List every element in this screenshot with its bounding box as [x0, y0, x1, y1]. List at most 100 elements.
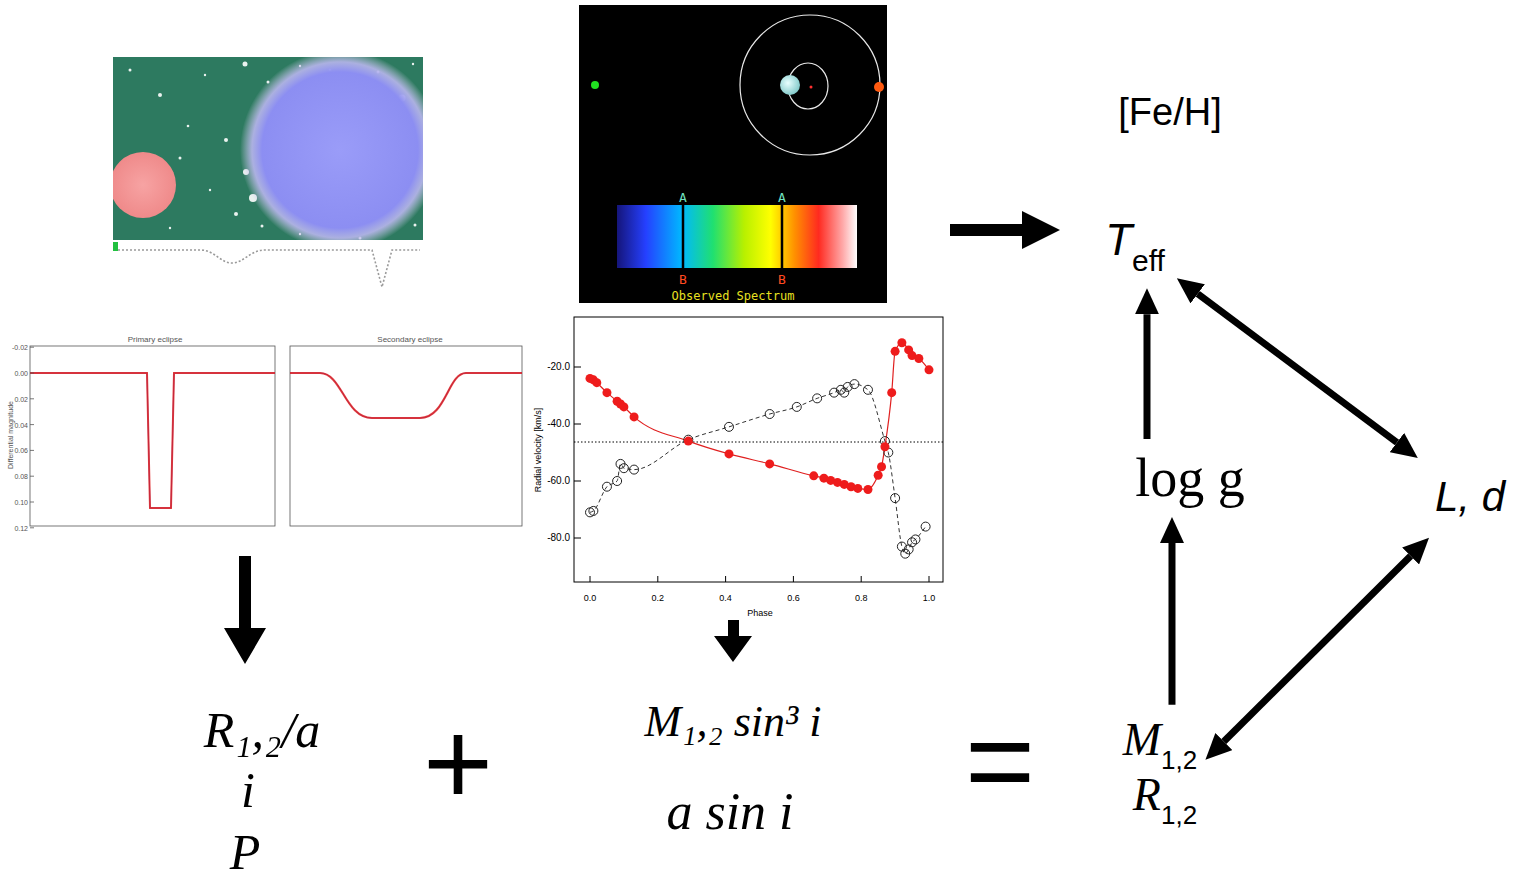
black-panel [579, 5, 887, 303]
secondary-rv-point [613, 477, 622, 486]
axis-label: B [679, 273, 687, 286]
flow-arrows [224, 211, 1060, 664]
parameter-label: M₁,₂ sin³ i [644, 700, 821, 744]
tick-mark [30, 373, 34, 374]
background-star [187, 125, 190, 128]
primary-rv-point [809, 471, 818, 480]
secondary-star [874, 82, 884, 92]
axis-label: 0.00 [14, 370, 28, 377]
tick-mark [725, 576, 726, 582]
connector-arrow [1168, 543, 1175, 705]
tick-mark [574, 424, 581, 425]
secondary-rv-point [813, 394, 822, 403]
secondary-rv-curve [590, 384, 926, 554]
primary-rv-point [914, 354, 923, 363]
axis-label: 0.8 [855, 594, 868, 603]
secondary-rv-point [765, 410, 774, 419]
primary-rv-point [724, 449, 733, 458]
background-star [261, 225, 264, 228]
outer-orbit [740, 15, 880, 155]
axis-label: 0.04 [14, 421, 28, 428]
connector-arrow [1143, 314, 1150, 439]
down-arrow [224, 556, 266, 664]
model-curve [290, 373, 522, 418]
axis-label: -0.02 [12, 344, 28, 351]
binary-star-animation [110, 50, 440, 288]
tick-mark [30, 398, 34, 399]
axis-label: -80.0 [547, 533, 570, 543]
parameter-label: + [423, 703, 493, 823]
model-curve [30, 373, 275, 508]
background-star [169, 227, 171, 229]
axis-label: 0.6 [787, 594, 800, 603]
axis-label: A [778, 191, 786, 204]
secondary-rv-point [891, 494, 900, 503]
plot-frame [30, 346, 275, 526]
axis-label: 0.02 [14, 395, 28, 402]
tick-mark [861, 576, 862, 582]
axis-label: 0.0 [584, 594, 597, 603]
primary-rv-point [925, 365, 934, 374]
spectrum [617, 205, 857, 268]
plot-frame [290, 346, 522, 526]
right-arrow [950, 211, 1060, 249]
background-star [414, 224, 417, 227]
tick-mark [30, 450, 34, 451]
parameter-label: i [241, 765, 255, 815]
center-of-mass [810, 86, 813, 89]
red-star [113, 152, 176, 218]
primary-rv-curve [590, 343, 929, 490]
primary-rv-point [684, 437, 693, 446]
primary-rv-point [630, 412, 639, 421]
parameter-node: L, d [1431, 472, 1509, 522]
connector-arrow [1198, 294, 1397, 443]
tick-mark [574, 481, 581, 482]
observer [591, 81, 599, 89]
orbit-animation [579, 5, 887, 303]
axis-label: -20.0 [547, 362, 570, 372]
tick-mark [30, 502, 34, 503]
secondary-rv-point [921, 522, 930, 531]
secondary-rv-point [904, 545, 913, 554]
primary-rv-point [619, 402, 628, 411]
axis-label: 0.06 [14, 447, 28, 454]
primary-rv-point [592, 378, 601, 387]
tick-mark [30, 527, 34, 528]
subscript: 1,2 [1161, 800, 1197, 830]
axis-label: Secondary eclipse [377, 336, 442, 344]
tick-mark [574, 538, 581, 539]
tick-mark [30, 424, 34, 425]
secondary-rv-point [602, 482, 611, 491]
secondary-rv-point [863, 385, 872, 394]
parameter-label: a sin i [666, 786, 793, 838]
background-star [412, 63, 414, 65]
parameter-label: = [965, 700, 1035, 820]
plot-frame [574, 317, 943, 582]
subscript: eff [1132, 244, 1165, 277]
axis-label: Phase [747, 609, 773, 618]
absorption-line [781, 205, 784, 268]
tick-mark [30, 476, 34, 477]
axis-label: Primary eclipse [128, 336, 183, 344]
background-star [129, 69, 132, 72]
background-star [243, 62, 248, 67]
secondary-rv-point [630, 465, 639, 474]
time-marker [113, 242, 118, 251]
secondary-eclipse-curve [290, 373, 522, 418]
primary-rv-point [891, 347, 900, 356]
parameter-label: R₁,₂/a [204, 705, 321, 755]
primary-rv-point [897, 338, 906, 347]
background-star [179, 157, 182, 160]
background-star [204, 74, 206, 76]
eclipse-light-curves [30, 346, 522, 528]
axis-label: B [778, 273, 786, 286]
primary-rv-point [877, 462, 886, 471]
primary-rv-point [602, 388, 611, 397]
parameter-symbol: L, d [1435, 473, 1505, 520]
primary-star [780, 75, 800, 95]
axis-ticks [30, 347, 34, 528]
parameter-symbol: R [1133, 769, 1161, 820]
axis-label: Observed Spectrum [672, 290, 795, 302]
axis-label: 0.2 [652, 594, 665, 603]
background-star [224, 138, 228, 142]
